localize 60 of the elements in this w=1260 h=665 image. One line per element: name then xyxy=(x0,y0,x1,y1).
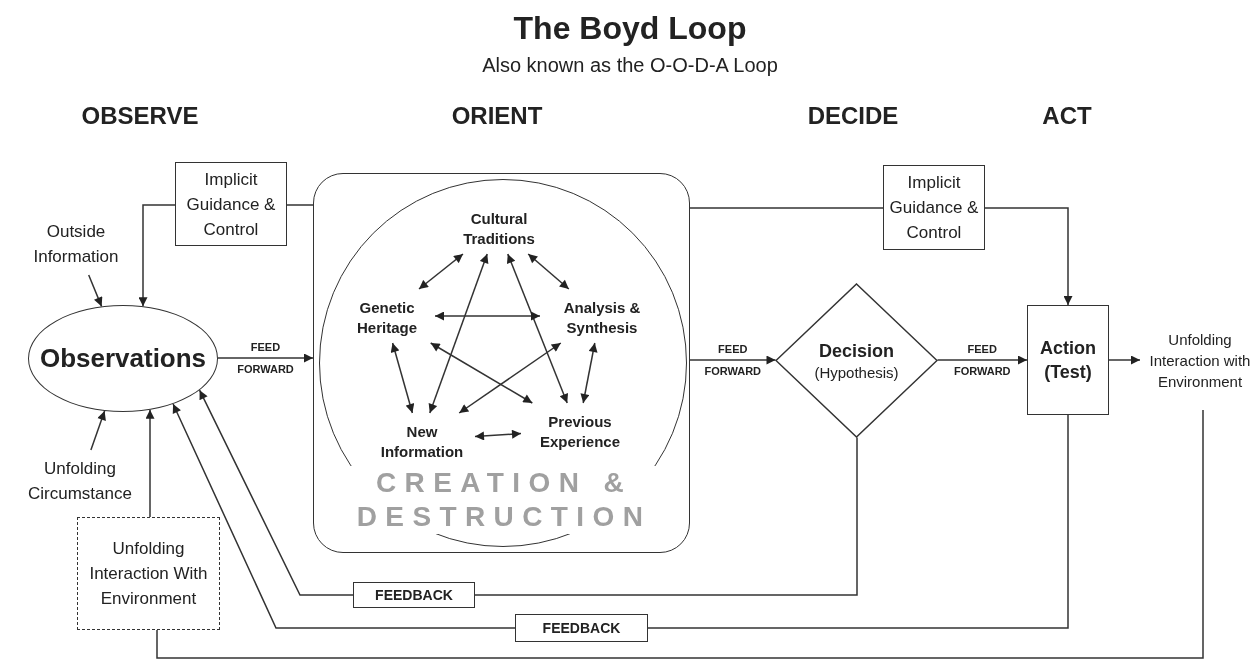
guidance-box xyxy=(883,165,985,250)
arrow xyxy=(429,342,534,404)
connector-line xyxy=(647,414,1069,629)
feedback-box xyxy=(515,614,648,642)
factor-label: Analysis & Synthesis xyxy=(547,296,657,340)
arrow xyxy=(458,342,562,414)
environment-box xyxy=(77,517,220,630)
arrow xyxy=(87,274,103,308)
arrow xyxy=(580,342,598,404)
connector-line xyxy=(156,409,1204,659)
observations-ellipse xyxy=(28,305,218,412)
column-heading: ACT xyxy=(1041,101,1093,131)
arrow xyxy=(474,429,522,441)
decision-diamond xyxy=(775,283,938,438)
arrow xyxy=(428,253,489,414)
outcome-label: Unfolding Interaction with Environment xyxy=(1145,315,1255,405)
input-label: Outside Information xyxy=(20,218,132,270)
arrow xyxy=(198,389,354,596)
arrow xyxy=(506,253,569,404)
arrow xyxy=(527,253,570,290)
arrow xyxy=(418,253,464,290)
arrow xyxy=(217,353,314,363)
arrow xyxy=(390,342,415,414)
arrow xyxy=(138,204,176,307)
box-text: Unfolding Interaction With Environment xyxy=(88,538,209,610)
arrow xyxy=(434,311,541,321)
edge-label: FEED FORWARD xyxy=(703,342,763,379)
box-text: Observations xyxy=(38,342,208,375)
column-heading: OBSERVE xyxy=(80,101,200,131)
subtitle: Also known as the O-O-D-A Loop xyxy=(481,53,779,78)
box-text: Action (Test) xyxy=(1039,337,1097,384)
box-text: FEEDBACK xyxy=(374,585,454,605)
box-text: FEEDBACK xyxy=(541,618,622,638)
box-text: (Hypothesis) xyxy=(813,362,900,383)
guidance-box xyxy=(175,162,287,246)
connector-line xyxy=(474,436,858,596)
arrow xyxy=(984,207,1073,306)
box-text: Decision xyxy=(818,339,895,363)
action-box xyxy=(1027,305,1109,415)
factor-label: Previous Experience xyxy=(528,410,632,454)
column-heading: DECIDE xyxy=(806,101,900,131)
factor-label: Genetic Heritage xyxy=(342,296,432,340)
arrow xyxy=(689,355,777,365)
box-text: Implicit Guidance & Control xyxy=(185,168,277,241)
arrow xyxy=(172,403,516,629)
box-text: Implicit Guidance & Control xyxy=(888,172,980,244)
edge-label: FEED FORWARD xyxy=(952,342,1012,379)
factor-label: Cultural Traditions xyxy=(449,207,549,251)
feedback-box xyxy=(353,582,475,608)
title: The Boyd Loop xyxy=(512,9,748,48)
input-label: Unfolding Circumstance xyxy=(5,455,155,507)
arrow xyxy=(90,410,106,451)
edge-label: FEED FORWARD xyxy=(236,340,295,377)
factor-label: New Information xyxy=(372,420,472,464)
arrow xyxy=(145,409,155,518)
arrow xyxy=(1108,355,1141,365)
column-heading: ORIENT xyxy=(450,101,544,131)
arrow xyxy=(936,355,1028,365)
connector-line xyxy=(286,204,314,206)
connector-line xyxy=(689,207,884,209)
